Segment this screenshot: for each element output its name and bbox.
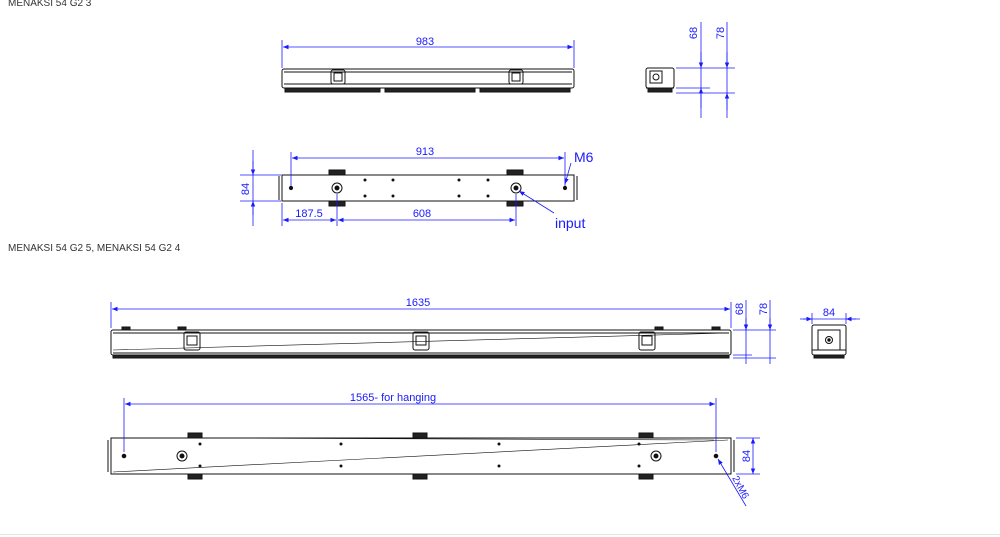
top-side-view xyxy=(645,67,675,93)
bottom-front-height2-label: 78 xyxy=(758,303,770,315)
top-plan-thread-label: M6 xyxy=(574,149,594,165)
top-side-height2-label: 78 xyxy=(715,27,727,39)
bottom-plan-dimensions xyxy=(123,398,760,507)
page-bottom-divider xyxy=(0,534,1000,535)
top-front-length-dimension: 983 xyxy=(281,36,575,68)
bottom-plan-height-label: 84 xyxy=(741,450,753,462)
top-plan-offset-label: 187.5 xyxy=(295,208,323,220)
bottom-front-dimensions xyxy=(110,300,776,364)
top-plan-dimensions xyxy=(240,150,572,226)
top-plan-height-label: 84 xyxy=(240,183,252,195)
section-title-bottom: MENAKSI 54 G2 5, MENAKSI 54 G2 4 xyxy=(8,243,181,254)
section-title-top: MENAKSI 54 G2 3 xyxy=(8,0,92,9)
bottom-plan-view xyxy=(107,432,735,480)
top-side-height1-label: 68 xyxy=(688,27,700,39)
bottom-front-length-label: 1635 xyxy=(406,297,430,309)
bottom-side-width-label: 84 xyxy=(823,307,835,319)
top-front-length-label: 983 xyxy=(416,36,434,48)
top-plan-span-label: 913 xyxy=(416,146,434,158)
bottom-front-view xyxy=(110,326,732,359)
bottom-side-view xyxy=(811,324,847,359)
top-plan-input-label: input xyxy=(555,215,585,231)
top-front-view xyxy=(281,68,575,93)
bottom-side-width-dimension xyxy=(800,313,860,324)
top-plan-distance-label: 608 xyxy=(413,208,431,220)
bottom-plan-thread-label: 2xM6 xyxy=(729,474,750,501)
bottom-front-height1-label: 68 xyxy=(734,303,746,315)
top-plan-view xyxy=(278,169,578,207)
bottom-plan-hanging-label: 1565- for hanging xyxy=(350,392,436,404)
top-side-height-dimensions xyxy=(676,22,735,118)
